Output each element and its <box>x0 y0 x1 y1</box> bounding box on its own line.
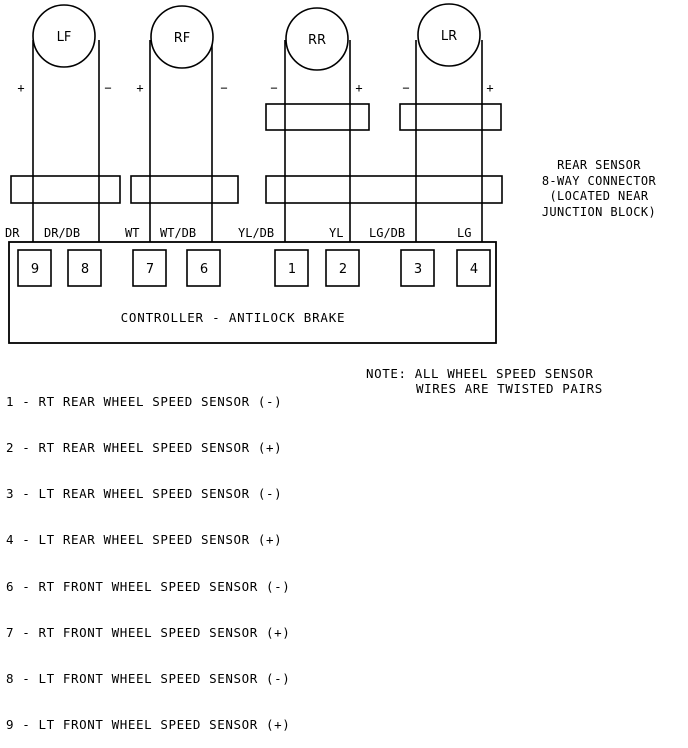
twisted-pair-note: NOTE: ALL WHEEL SPEED SENSOR WIRES ARE T… <box>366 366 603 397</box>
sign-rf-left: + <box>136 81 143 95</box>
connector-note-line: (LOCATED NEAR <box>549 189 649 203</box>
pin-legend: 1 - RT REAR WHEEL SPEED SENSOR (-) 2 - R… <box>6 363 290 748</box>
pin-number: 1 <box>288 262 296 277</box>
sign-lf-right: − <box>104 81 111 95</box>
connector-note-line: JUNCTION BLOCK) <box>541 204 657 219</box>
wire-color-label: LG <box>457 226 471 240</box>
wire-color-label: YL <box>329 226 343 240</box>
legend-item: 7 - RT FRONT WHEEL SPEED SENSOR (+) <box>6 624 291 640</box>
pin-box-6 <box>186 249 221 287</box>
pin-number: 8 <box>81 262 89 277</box>
sign-rr-right: + <box>355 81 362 95</box>
pin-box-2 <box>325 249 360 287</box>
legend-item: 4 - LT REAR WHEEL SPEED SENSOR (+) <box>6 532 283 548</box>
legend-item: 8 - LT FRONT WHEEL SPEED SENSOR (-) <box>6 671 291 687</box>
sensor-rf-circle <box>150 5 214 69</box>
sign-rf-right: − <box>220 81 227 95</box>
sensor-lr-circle <box>417 3 481 67</box>
pin-box-1 <box>274 249 309 287</box>
pin-box-9 <box>17 249 52 287</box>
front-connector-left <box>10 175 121 204</box>
sign-lf-left: + <box>17 81 24 95</box>
pin-box-7 <box>132 249 167 287</box>
sensor-lf-circle <box>32 4 96 68</box>
pin-number: 4 <box>470 262 478 277</box>
rear-connector-upper-left <box>399 103 502 131</box>
front-connector-right <box>130 175 239 204</box>
pin-number: 7 <box>146 262 154 277</box>
wire-color-label: DR <box>5 226 20 240</box>
legend-item: 6 - RT FRONT WHEEL SPEED SENSOR (-) <box>6 578 291 594</box>
pin-number: 2 <box>339 262 347 277</box>
sign-lr-right: + <box>486 81 493 95</box>
sign-rr-left: − <box>270 81 277 95</box>
pin-box-8 <box>67 249 102 287</box>
sensor-label-rr: RR <box>308 33 326 48</box>
controller-label: CONTROLLER - ANTILOCK BRAKE <box>121 310 346 325</box>
wiring-diagram: LF RF RR LR + − + − − + − + DR DR/DB WT … <box>5 3 503 344</box>
sensor-label-lr: LR <box>441 29 457 44</box>
rear-connector-upper-right <box>265 103 370 131</box>
pin-box-3 <box>400 249 435 287</box>
connector-note-line: 8-WAY CONNECTOR <box>541 173 657 188</box>
pin-number: 9 <box>31 262 39 277</box>
sensor-label-lf: LF <box>57 30 72 45</box>
pin-number: 3 <box>414 262 422 277</box>
sign-lr-left: − <box>402 81 409 95</box>
pin-box-4 <box>456 249 491 287</box>
legend-item: 2 - RT REAR WHEEL SPEED SENSOR (+) <box>6 440 283 456</box>
legend-item: 1 - RT REAR WHEEL SPEED SENSOR (-) <box>6 393 283 409</box>
legend-item: 9 - LT FRONT WHEEL SPEED SENSOR (+) <box>6 717 291 733</box>
sensor-rr-circle <box>285 7 349 71</box>
rear-sensor-connector-note: REAR SENSOR 8-WAY CONNECTOR (LOCATED NEA… <box>514 158 684 220</box>
legend-item: 3 - LT REAR WHEEL SPEED SENSOR (-) <box>6 486 283 502</box>
wire-color-label: DR/DB <box>44 226 80 240</box>
sensor-label-rf: RF <box>174 31 191 46</box>
pin-number: 6 <box>200 262 208 277</box>
note-line-2: WIRES ARE TWISTED PAIRS <box>416 381 603 397</box>
rear-connector-lower <box>265 175 503 204</box>
connector-note-line: REAR SENSOR <box>557 158 641 172</box>
wire-color-label: WT/DB <box>160 226 196 240</box>
wire-color-label: LG/DB <box>369 226 405 240</box>
wire-color-label: WT <box>125 226 139 240</box>
wire-color-label: YL/DB <box>238 226 274 240</box>
note-line-1: NOTE: ALL WHEEL SPEED SENSOR <box>366 366 594 381</box>
